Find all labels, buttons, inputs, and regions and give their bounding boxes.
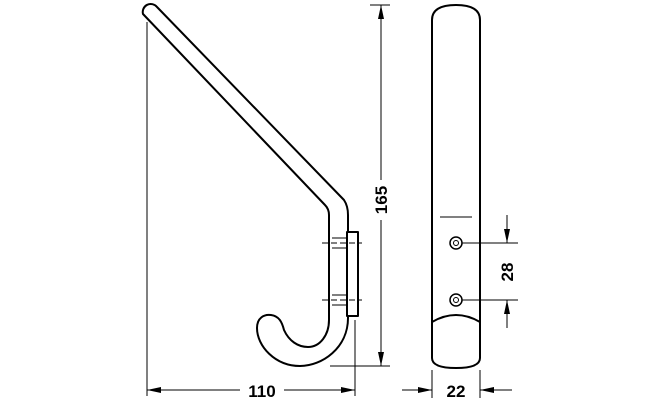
dimension-width-label: 22 <box>447 382 466 400</box>
front-view <box>431 4 481 369</box>
side-view <box>141 3 362 367</box>
screw-side-lower <box>322 294 362 306</box>
dimension-width: 22 <box>402 370 512 400</box>
hook-body-side <box>141 3 349 367</box>
dimension-height-label: 165 <box>372 186 391 214</box>
dimension-projection: 110 <box>146 22 356 400</box>
screw-hole-upper <box>449 236 463 250</box>
end-cap-line <box>431 314 481 323</box>
mounting-plate <box>346 231 359 317</box>
screw-hole-lower <box>449 293 463 307</box>
dimension-hole-spacing: 28 <box>462 215 518 328</box>
screw-side-upper <box>322 237 362 249</box>
dimension-hole-spacing-label: 28 <box>498 263 517 282</box>
dimension-projection-label: 110 <box>248 382 275 400</box>
hook-body-front <box>431 4 481 369</box>
dimension-height: 165 <box>330 4 391 367</box>
